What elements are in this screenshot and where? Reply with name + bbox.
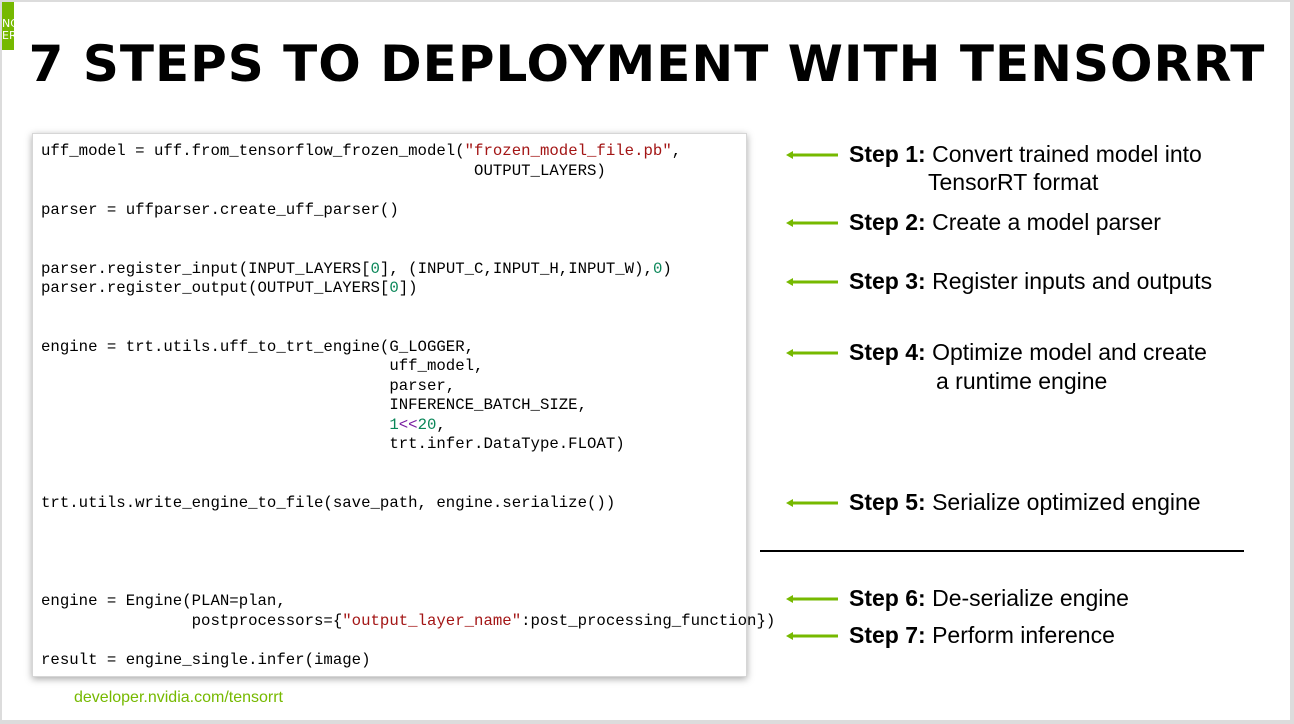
arrow-left-icon [786,632,838,640]
step-label: Step 5: [849,489,926,515]
code-token [41,416,389,434]
code-line: parser.register_output(OUTPUT_LAYERS[0]) [41,279,418,298]
step-text: Step 4: Optimize model and create [849,338,1207,366]
code-line: trt.infer.DataType.FLOAT) [41,435,625,453]
code-line: trt.utils.write_engine_to_file(save_path… [41,494,616,512]
step-label: Step 3: [849,268,926,294]
step-label: Step 2: [849,209,926,235]
code-token: , [671,142,682,160]
arrow-left-icon [786,219,838,227]
step-1-continuation: TensorRT format [928,169,1099,195]
code-string: "frozen_model_file.pb" [464,142,672,160]
arrow-left-icon [786,151,838,159]
arrow-left-icon [786,349,838,357]
code-token: ], (INPUT_C,INPUT_H,INPUT_W), [379,260,653,278]
step-label: Step 4: [849,339,926,365]
corner-text-1: NC [2,17,18,30]
code-operator: << [398,416,418,434]
code-token: parser.register_input(INPUT_LAYERS[ [41,260,371,278]
code-token: :post_processing_function}) [521,612,776,630]
step-text: Step 1: Convert trained model into [849,140,1202,168]
code-line: parser, [41,377,456,395]
corner-text-2: ER [2,29,17,42]
step-4-continuation: a runtime engine [936,368,1108,394]
step-description: Convert trained model into [932,141,1202,167]
code-line: result = engine_single.infer(image) [41,651,371,669]
code-token: , [436,416,446,434]
arrow-left-icon [786,499,838,507]
step-description: Serialize optimized engine [932,489,1201,515]
arrow-left-icon [786,595,838,603]
step-description: Create a model parser [932,209,1161,235]
step-label: Step 7: [849,622,926,648]
code-line: INFERENCE_BATCH_SIZE, [41,396,588,414]
code-number: 0 [389,279,399,297]
step-label: Step 6: [849,585,926,611]
step-text: Step 5: Serialize optimized engine [849,488,1201,516]
code-line: uff_model, [41,357,484,375]
code-token: postprocessors={ [41,612,343,630]
code-token: ]) [398,279,418,297]
step-description: Optimize model and create [932,339,1207,365]
arrow-left-icon [786,278,838,286]
code-line: postprocessors={"output_layer_name":post… [41,612,776,631]
code-line: OUTPUT_LAYERS) [41,162,606,180]
code-line: parser = uffparser.create_uff_parser() [41,201,399,219]
step-description: Perform inference [932,622,1115,648]
step-description: Register inputs and outputs [932,268,1213,294]
code-line: parser.register_input(INPUT_LAYERS[0], (… [41,260,672,279]
code-token: ) [662,260,672,278]
slide-title: 7 STEPS TO DEPLOYMENT WITH TENSORRT [28,35,1266,93]
step-text: Step 3: Register inputs and outputs [849,267,1212,295]
code-line: engine = Engine(PLAN=plan, [41,592,286,610]
code-panel: uff_model = uff.from_tensorflow_frozen_m… [32,133,775,677]
code-number: 20 [417,416,437,434]
section-divider [760,550,1244,552]
step-description: De-serialize engine [932,585,1129,611]
step-label: Step 1: [849,141,926,167]
code-line: engine = trt.utils.uff_to_trt_engine(G_L… [41,338,475,356]
code-number: 0 [370,260,380,278]
code-line: 1<<20, [41,416,446,435]
code-token: uff_model = uff.from_tensorflow_frozen_m… [41,142,465,160]
code-string: "output_layer_name" [342,612,522,630]
corner-logo-fragment: NC ER [2,2,18,50]
step-text: Step 2: Create a model parser [849,208,1161,236]
step-text: Step 7: Perform inference [849,621,1115,649]
code-number: 0 [652,260,663,278]
code-number: 1 [389,416,399,434]
code-line: uff_model = uff.from_tensorflow_frozen_m… [41,142,681,161]
code-token: parser.register_output(OUTPUT_LAYERS[ [41,279,390,297]
step-text: Step 6: De-serialize engine [849,584,1129,612]
footer-url[interactable]: developer.nvidia.com/tensorrt [74,689,283,706]
